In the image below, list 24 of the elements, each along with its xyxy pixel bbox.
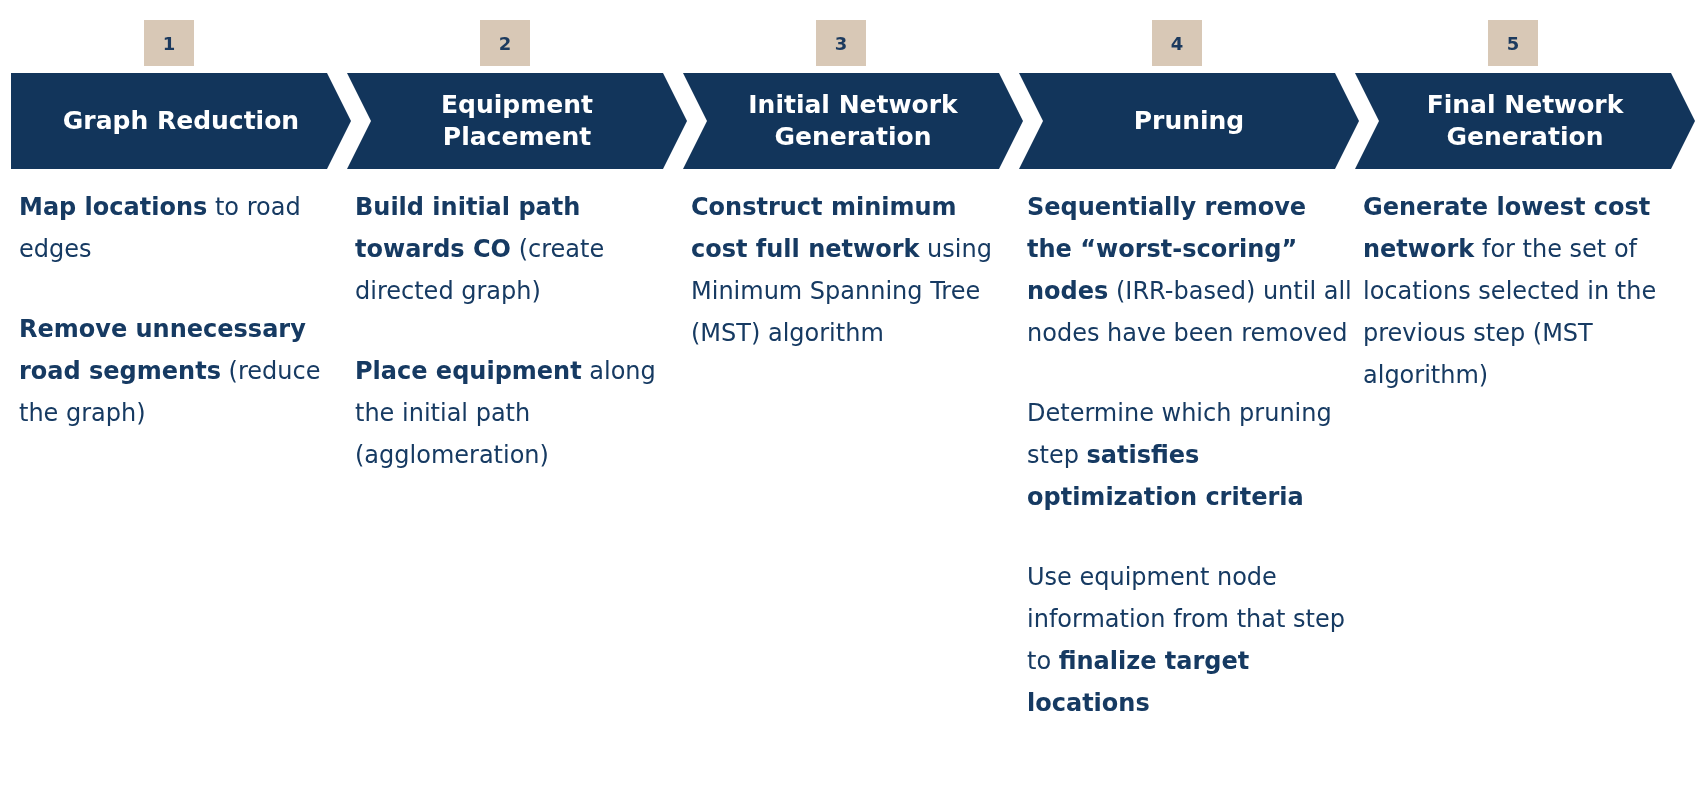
step-title: Equipment Placement <box>440 89 594 153</box>
step-title: Graph Reduction <box>61 105 301 137</box>
step-description: Generate lowest cost network for the set of locations selected in the previous step (MST algorithm) <box>1363 192 1658 391</box>
step-description: Build initial path towards CO (create directed graph) <box>355 192 606 307</box>
step-description: Sequentially remove the “worst-scoring” nodes (IRR-based) until all nodes have been removed <box>1027 192 1352 349</box>
step-description: Determine which pruning step satisfies optimization criteria <box>1027 398 1333 513</box>
chevron-step <box>347 73 687 169</box>
step-description: Use equipment node information from that step to finalize target locations <box>1027 562 1346 719</box>
step-number-badge: 4 <box>1152 20 1202 66</box>
step-description: Construct minimum cost full network using Minimum Spanning Tree (MST) algorithm <box>691 192 993 349</box>
chevron-step <box>1019 73 1359 169</box>
chevron-step <box>11 73 351 169</box>
chevron-step <box>683 73 1023 169</box>
step-number-badge: 2 <box>480 20 530 66</box>
step-description: Place equipment along the initial path (agglomeration) <box>355 356 657 471</box>
step-number-badge: 3 <box>816 20 866 66</box>
step-description: Map locations to road edges <box>19 192 302 265</box>
step-description: Remove unnecessary road segments (reduce the graph) <box>19 314 322 429</box>
step-title: Final Network Generation <box>1425 89 1625 153</box>
step-number-badge: 1 <box>144 20 194 66</box>
chevron-step <box>1355 73 1695 169</box>
step-title: Initial Network Generation <box>747 89 959 153</box>
step-title: Pruning <box>1132 105 1246 137</box>
step-number-badge: 5 <box>1488 20 1538 66</box>
